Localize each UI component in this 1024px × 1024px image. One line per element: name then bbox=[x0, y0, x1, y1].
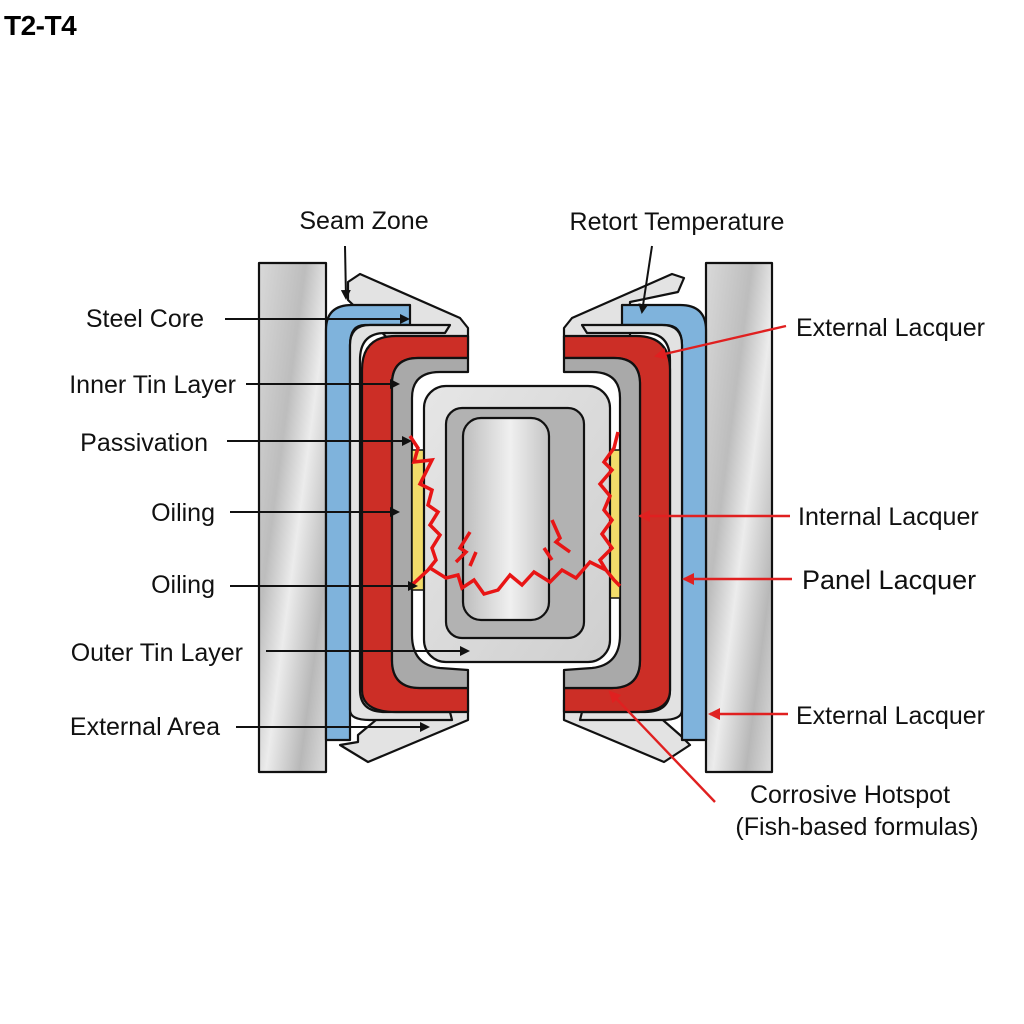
crack-bottom bbox=[429, 559, 622, 597]
diagram-title: T2-T4 bbox=[4, 10, 77, 41]
right-steel-plate bbox=[704, 261, 774, 774]
arrow-retort-temperature bbox=[638, 245, 653, 314]
right-tin-layer bbox=[562, 356, 642, 690]
label-external-lacquer-bottom: External Lacquer bbox=[796, 702, 985, 730]
label-corrosive-hotspot-note: (Fish-based formulas) bbox=[735, 813, 978, 841]
corrosion-cracks bbox=[408, 431, 622, 597]
label-retort-temperature: Retort Temperature bbox=[570, 208, 785, 236]
label-oiling-1: Oiling bbox=[151, 499, 215, 527]
crack-left bbox=[408, 435, 443, 587]
arrow-seam-zone bbox=[340, 245, 351, 300]
crack-inner-left bbox=[454, 531, 478, 567]
label-panel-lacquer: Panel Lacquer bbox=[802, 565, 976, 595]
label-corrosive-hotspot: Corrosive Hotspot bbox=[750, 781, 950, 809]
label-oiling-2: Oiling bbox=[151, 571, 215, 599]
center-core bbox=[461, 416, 551, 622]
crack-inner-right bbox=[542, 519, 572, 561]
label-steel-core: Steel Core bbox=[86, 305, 204, 333]
label-outer-tin-layer: Outer Tin Layer bbox=[71, 639, 243, 667]
left-light-layer bbox=[348, 323, 454, 722]
label-inner-tin-layer: Inner Tin Layer bbox=[69, 371, 236, 399]
left-steel-plate bbox=[257, 261, 328, 774]
label-seam-zone: Seam Zone bbox=[299, 207, 428, 235]
label-internal-lacquer: Internal Lacquer bbox=[798, 503, 979, 531]
arrow-external-lacquer-top bbox=[654, 324, 787, 360]
right-leader-arrows bbox=[608, 324, 792, 803]
left-leader-arrows bbox=[225, 245, 653, 732]
arrow-corrosive-hotspot bbox=[608, 690, 716, 803]
label-passivation: Passivation bbox=[80, 429, 208, 457]
label-external-area: External Area bbox=[70, 713, 220, 741]
left-oiling-strip bbox=[411, 449, 425, 591]
label-external-lacquer-top: External Lacquer bbox=[796, 314, 985, 342]
crack-right bbox=[597, 431, 620, 571]
